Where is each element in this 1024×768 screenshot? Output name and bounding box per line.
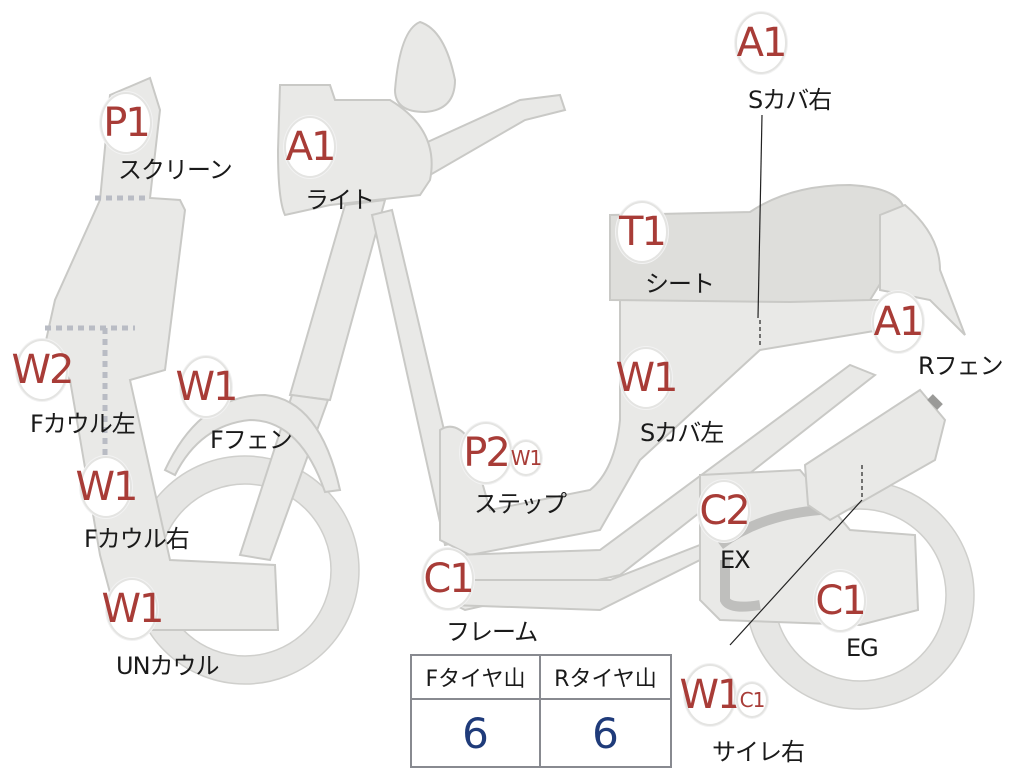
mirror	[393, 20, 457, 114]
label-screen: スクリーン	[118, 156, 233, 184]
badge-muffler-right: W1	[680, 664, 743, 726]
label-cowl-left: Fカウル左	[30, 410, 136, 438]
front-fork	[288, 198, 387, 402]
tire-tread-table: Fタイヤ山 Rタイヤ山 6 6	[410, 654, 672, 768]
label-side-cover-left: Sカバ左	[640, 419, 724, 447]
badge-light: A1	[284, 116, 336, 178]
badge-front-fender: W1	[176, 356, 239, 418]
rear-fender	[879, 203, 966, 336]
badge-step: P2	[460, 422, 512, 484]
badge-exhaust: C2	[698, 480, 751, 542]
label-frame: フレーム	[446, 618, 538, 646]
muffler	[803, 388, 947, 522]
label-step: ステップ	[474, 490, 567, 518]
badge-muffler-right-sub: C1	[736, 682, 768, 718]
front-tire-value: 6	[412, 700, 541, 766]
badge-side-cover-left: W1	[616, 347, 679, 409]
label-engine: EG	[846, 634, 879, 662]
badge-screen: P1	[100, 92, 152, 154]
label-rear-fender: Rフェン	[918, 352, 1004, 380]
floorboard	[439, 299, 881, 557]
label-under-cowl: UNカウル	[116, 652, 220, 680]
badge-frame: C1	[422, 548, 475, 610]
label-front-fender: Fフェン	[210, 426, 293, 454]
label-exhaust: EX	[720, 546, 751, 574]
badge-cowl-right: W1	[76, 456, 139, 518]
badge-under-cowl: W1	[102, 578, 165, 640]
rear-tire-header: Rタイヤ山	[541, 656, 670, 700]
label-side-cover-right: Sカバ右	[748, 86, 832, 114]
badge-seat: T1	[616, 201, 668, 263]
badge-cowl-left: W2	[12, 339, 75, 401]
label-cowl-right: Fカウル右	[84, 525, 190, 553]
badge-engine: C1	[814, 570, 867, 632]
rear-tire-value: 6	[592, 708, 619, 758]
badge-side-cover-right: A1	[735, 12, 787, 74]
badge-step-sub: W1	[510, 440, 542, 476]
label-muffler-right: サイレ右	[712, 738, 805, 766]
label-seat: シート	[645, 270, 715, 298]
badge-rear-fender: A1	[872, 291, 924, 353]
front-tire-header: Fタイヤ山	[412, 656, 541, 700]
label-light: ライト	[305, 186, 375, 214]
